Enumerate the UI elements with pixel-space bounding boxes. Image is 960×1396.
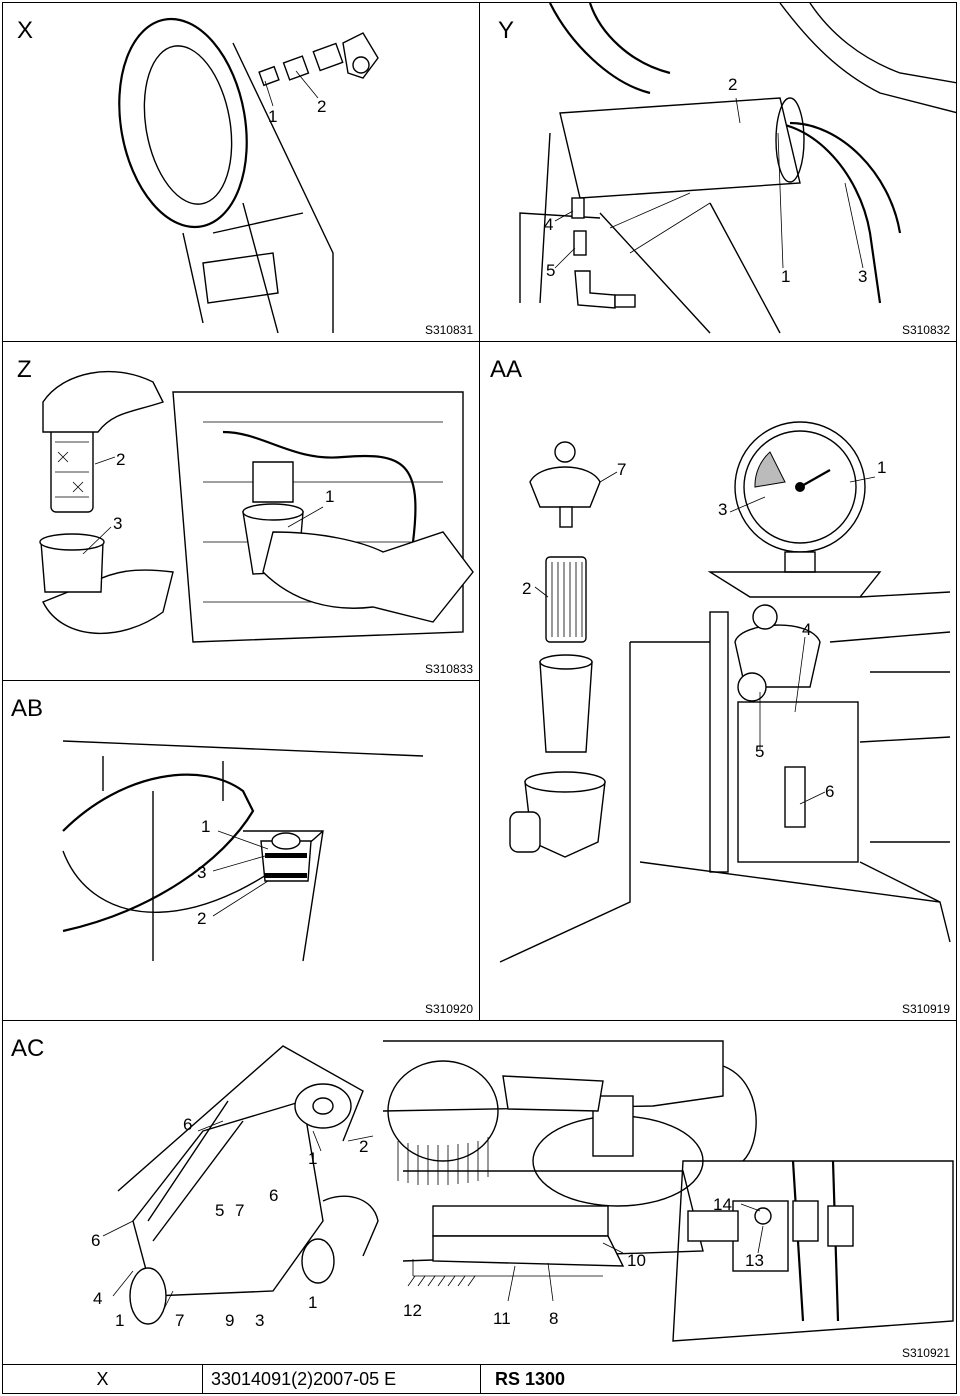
filter-cap [260, 832, 312, 882]
callout: 2 [317, 97, 327, 116]
panel-label: AA [490, 356, 523, 383]
callout: 2 [197, 909, 207, 928]
callout: 1 [325, 487, 335, 506]
filter-exploded-view [509, 441, 606, 858]
figure-code: S310831 [424, 323, 473, 337]
panel-z-illustration [39, 370, 474, 643]
figure-code: S310833 [424, 662, 473, 676]
callout: 1 [201, 817, 211, 836]
callout: 1 [308, 1293, 318, 1312]
callout: 4 [802, 620, 812, 639]
callout: 3 [255, 1311, 265, 1330]
callout: 6 [825, 782, 835, 801]
callout: 13 [745, 1251, 764, 1270]
callout: 3 [197, 863, 207, 882]
callout: 10 [627, 1251, 646, 1270]
callout: 5 [755, 742, 765, 761]
filter-element [50, 421, 94, 513]
page-footer: X 33014091(2)2007-05 E RS 1300 [2, 1364, 957, 1394]
callout: 5 [215, 1201, 225, 1220]
footer-model: RS 1300 [495, 1369, 566, 1389]
callout: 4 [93, 1289, 103, 1308]
figure-code: S310921 [901, 1346, 950, 1360]
panel-y-illustration [519, 3, 956, 334]
callout: 1 [877, 458, 887, 477]
callout: 2 [522, 579, 532, 598]
detail-fittings [571, 197, 636, 309]
callout: 3 [718, 500, 728, 519]
callout: 7 [175, 1311, 185, 1330]
panel-label: Z [17, 356, 32, 383]
panel-ab: AB 1 3 2 S310920 [2, 680, 480, 1021]
panel-label: AC [11, 1035, 45, 1062]
callout: 4 [544, 215, 554, 234]
callout: 2 [359, 1137, 369, 1156]
callout: 1 [115, 1311, 125, 1330]
panel-ac: AC 6 1 2 5 7 6 6 4 1 7 9 3 1 12 11 8 10 … [2, 1020, 957, 1365]
callout: 2 [116, 450, 126, 469]
panel-aa: AA 7 1 3 2 4 5 6 S310919 [479, 341, 957, 1021]
footer-doc-number: 33014091(2)2007-05 E [203, 1365, 481, 1393]
callout: 12 [403, 1301, 422, 1320]
panel-ac-illustration [102, 1040, 954, 1342]
fitting-assembly [258, 32, 379, 87]
footer-mark: X [3, 1365, 203, 1393]
callout: 6 [183, 1115, 193, 1134]
callout: 9 [225, 1311, 235, 1330]
callout: 6 [269, 1186, 279, 1205]
callout: 7 [617, 460, 627, 479]
panel-x: X 1 2 S310831 [2, 2, 480, 342]
callout: 1 [308, 1149, 318, 1168]
callout: 1 [268, 107, 278, 126]
callout: 3 [858, 267, 868, 286]
panel-label: AB [11, 695, 44, 722]
callout: 1 [781, 267, 791, 286]
callout: 8 [549, 1309, 559, 1328]
callout: 11 [493, 1309, 511, 1328]
panel-aa-illustration [499, 421, 951, 963]
panel-label: Y [498, 17, 515, 44]
callout: 5 [546, 261, 556, 280]
figure-code: S310832 [901, 323, 950, 337]
callout: 14 [713, 1195, 732, 1214]
panel-z: Z 2 1 3 S310833 [2, 341, 480, 681]
callout: 7 [235, 1201, 245, 1220]
panel-x-illustration [118, 17, 379, 334]
panel-y: Y 2 4 5 1 3 S310832 [479, 2, 957, 342]
pressure-gauge [734, 421, 866, 573]
figure-code: S310920 [424, 1002, 473, 1016]
callout: 2 [728, 75, 738, 94]
panel-ab-illustration [62, 740, 424, 962]
callout: 3 [113, 514, 123, 533]
figure-code: S310919 [901, 1002, 950, 1016]
callout: 6 [91, 1231, 101, 1250]
panel-label: X [17, 17, 34, 44]
